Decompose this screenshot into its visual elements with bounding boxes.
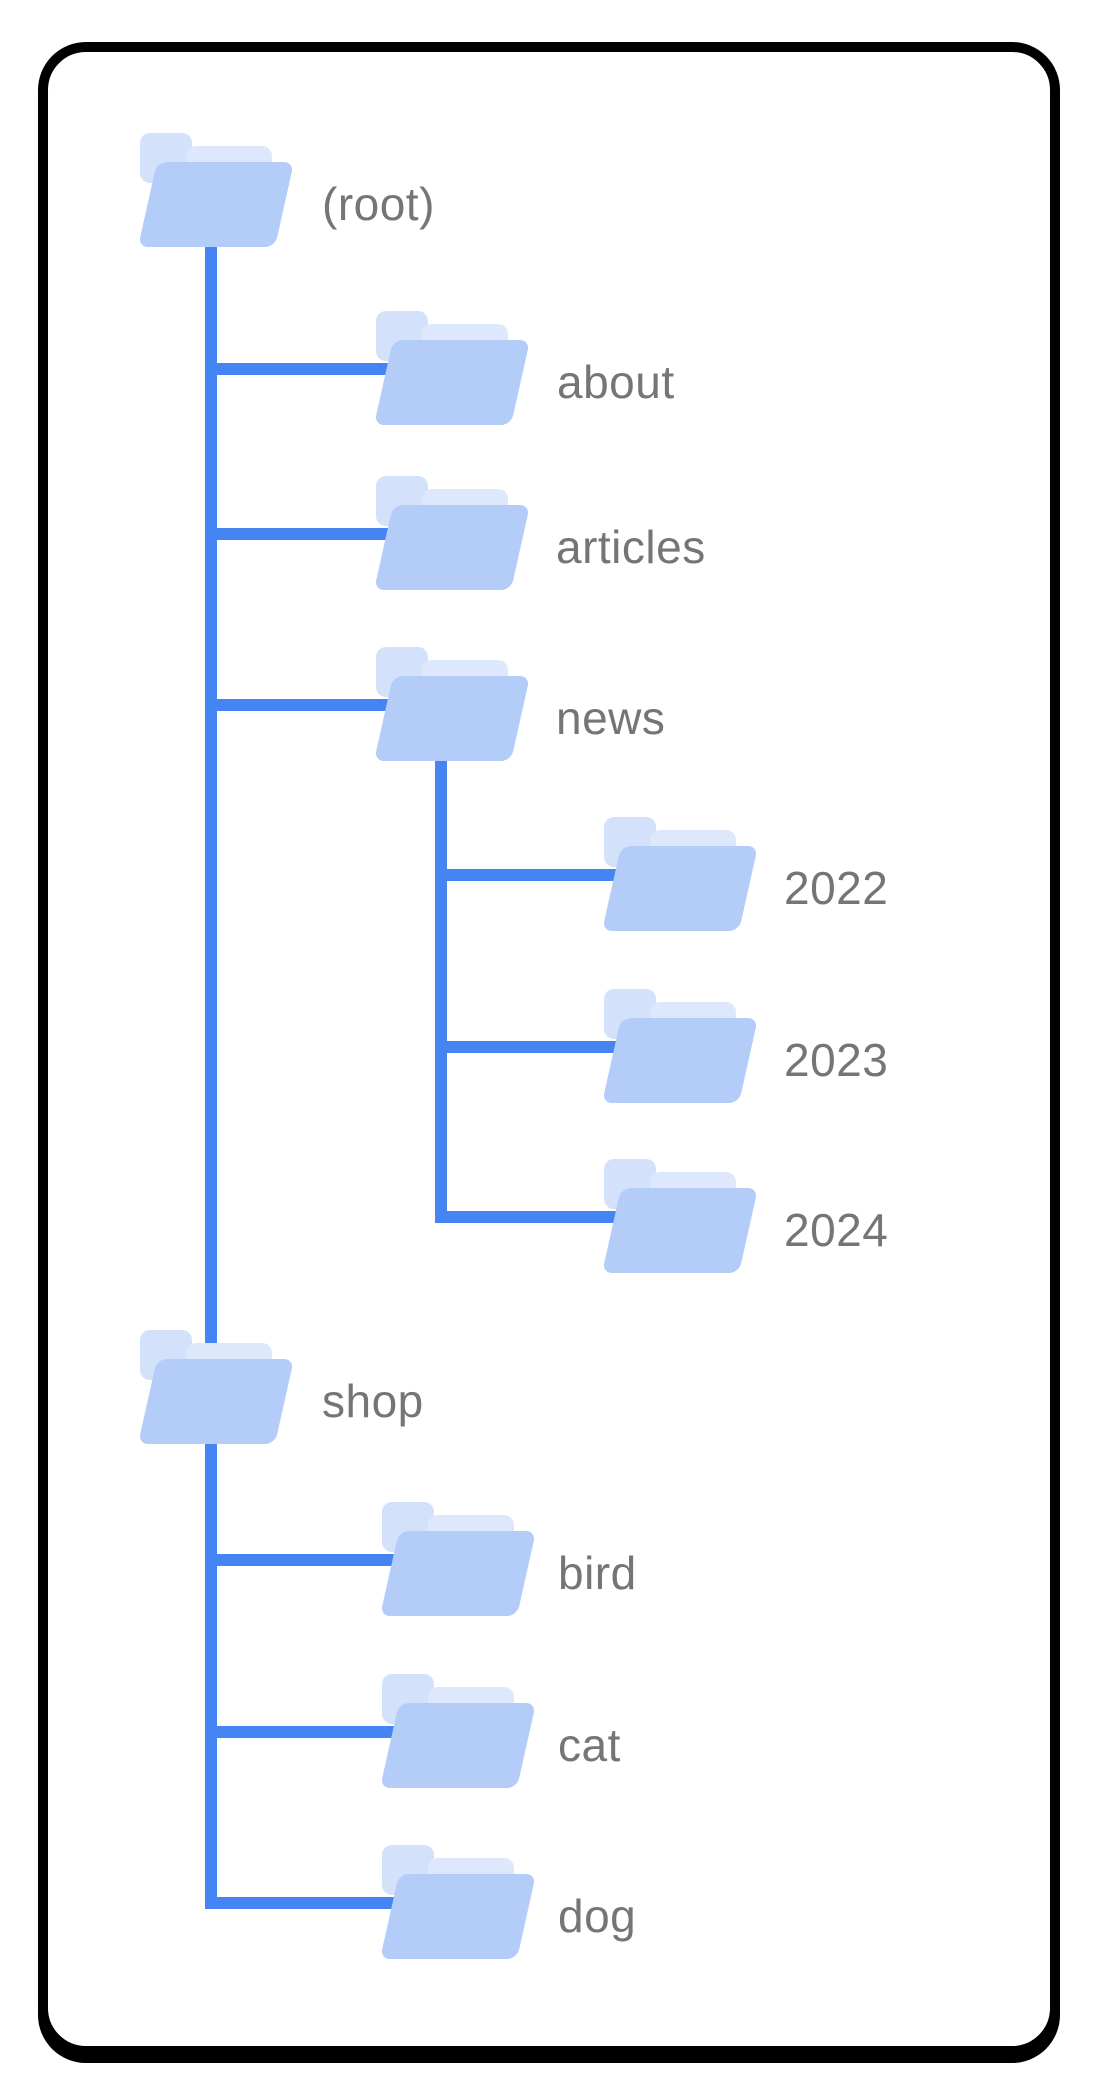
label-shop: shop — [322, 1375, 424, 1427]
folder-icon-dog — [380, 1845, 536, 1959]
folder-icon-shop — [138, 1330, 294, 1444]
folder-icon-cat — [380, 1674, 536, 1788]
label-articles: articles — [556, 521, 706, 573]
folder-icon-2022 — [602, 817, 758, 931]
label-2024: 2024 — [784, 1204, 889, 1256]
label-dog: dog — [558, 1890, 637, 1942]
label-root: (root) — [322, 178, 435, 230]
trunk-news — [435, 761, 630, 1223]
folder-icon-2024 — [602, 1159, 758, 1273]
folder-icon-bird — [380, 1502, 536, 1616]
folder-icon-2023 — [602, 989, 758, 1103]
folder-icon-root — [138, 133, 294, 247]
label-news: news — [556, 692, 666, 744]
label-2022: 2022 — [784, 862, 889, 914]
folder-icon-articles — [374, 476, 530, 590]
trunk-root — [205, 247, 420, 1909]
folder-icon-about — [374, 311, 530, 425]
label-bird: bird — [558, 1547, 637, 1599]
label-cat: cat — [558, 1719, 621, 1771]
label-about: about — [557, 356, 675, 408]
folder-icon-news — [374, 647, 530, 761]
label-2023: 2023 — [784, 1034, 889, 1086]
